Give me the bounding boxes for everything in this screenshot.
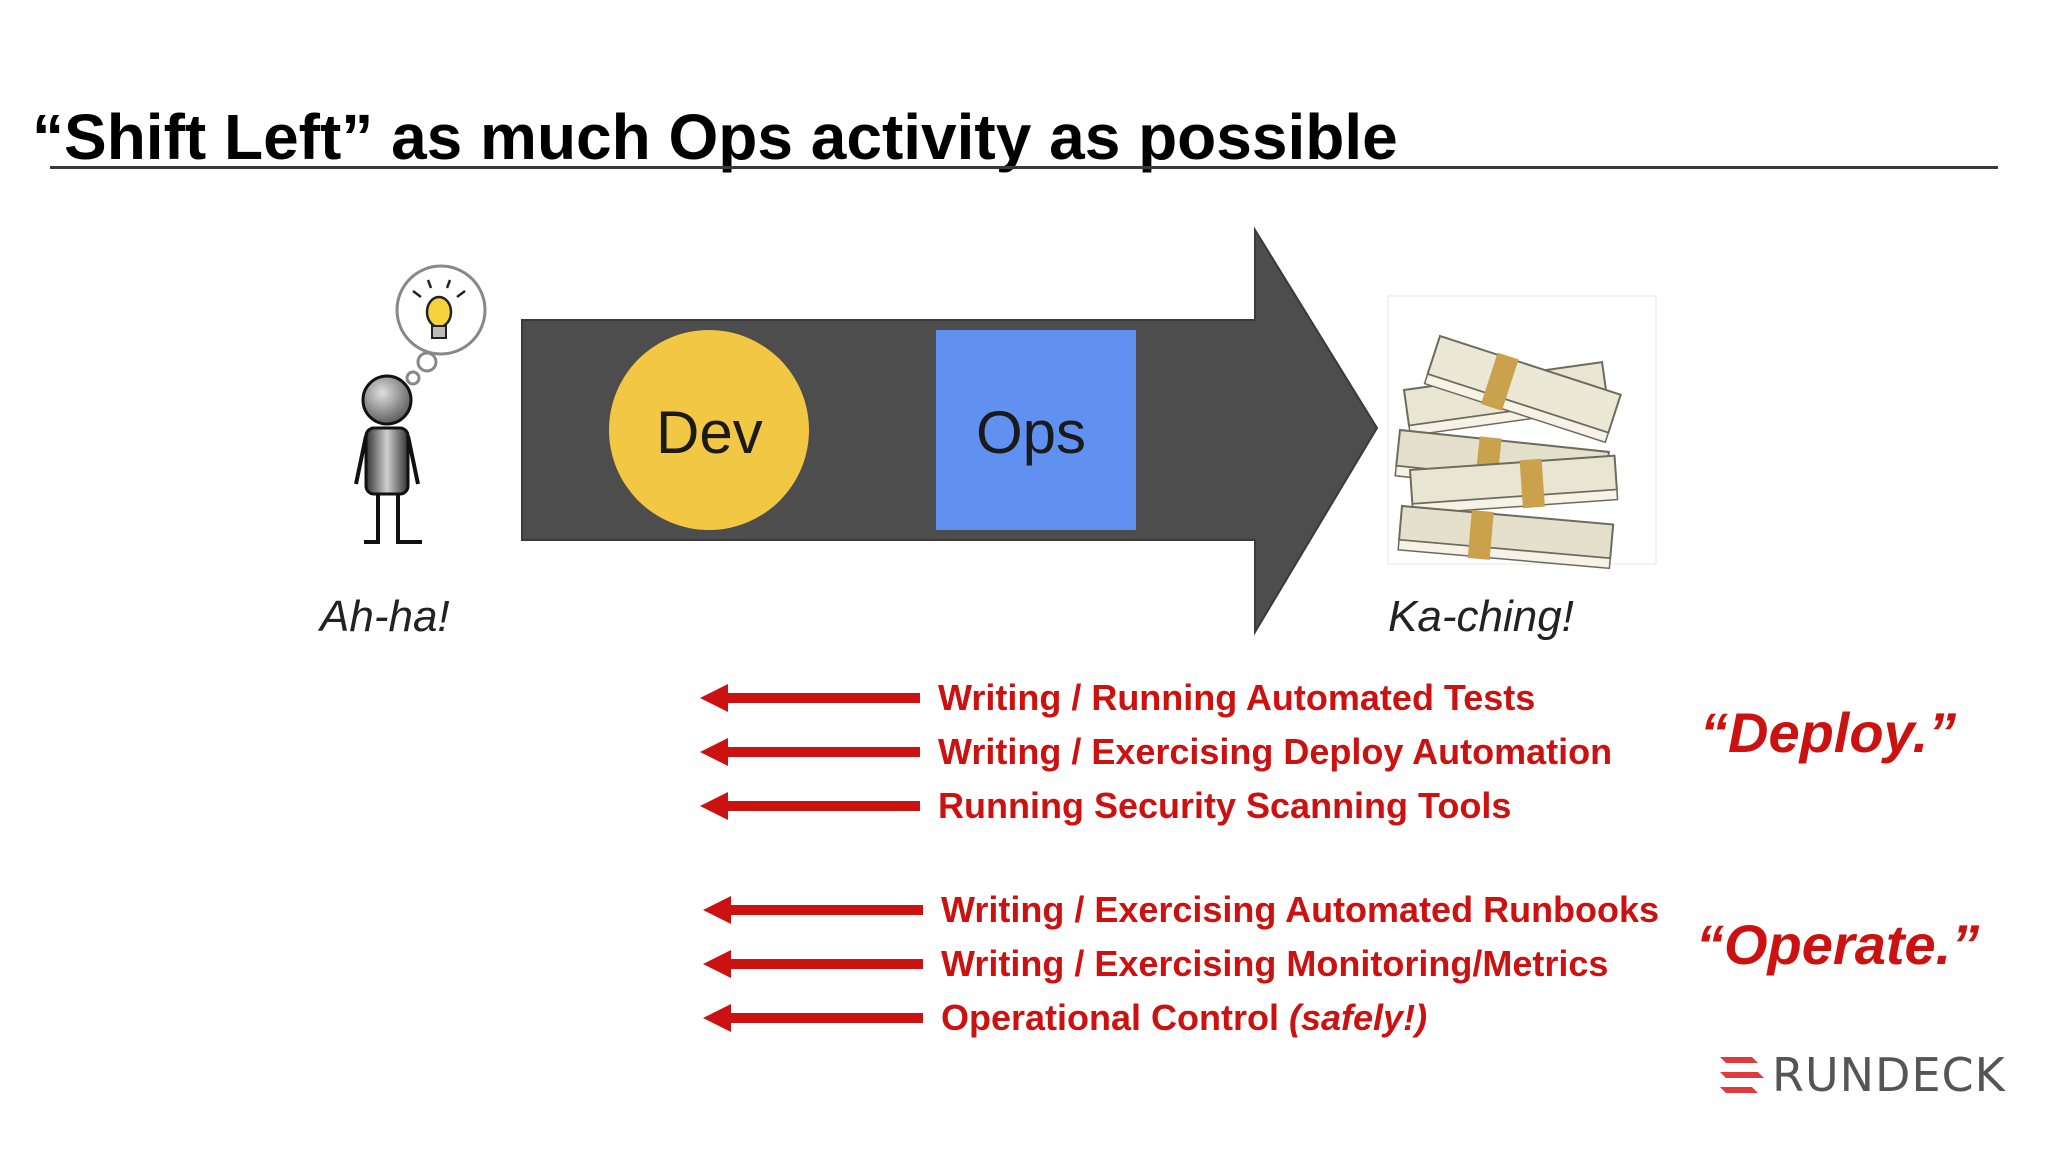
deploy-phase-label: “Deploy.” — [1700, 701, 1957, 764]
activity-row: Running Security Scanning Tools — [700, 785, 1512, 826]
left-arrow-icon — [700, 792, 920, 820]
dev-stage-circle — [609, 330, 809, 530]
activity-row: Writing / Exercising Monitoring/Metrics — [703, 943, 1609, 984]
start-caption: Ah-ha! — [320, 592, 450, 641]
left-arrow-icon — [703, 1004, 923, 1032]
activity-row: Writing / Exercising Deploy Automation — [700, 731, 1613, 772]
left-arrow-icon — [700, 738, 920, 766]
left-arrow-icon — [703, 950, 923, 978]
ops-stage-square — [936, 330, 1136, 530]
slide-title: “Shift Left” as much Ops activity as pos… — [32, 101, 1398, 173]
left-arrow-icon — [700, 684, 920, 712]
activity-label: Writing / Exercising Automated Runbooks — [941, 889, 1660, 930]
activity-label: Running Security Scanning Tools — [938, 785, 1512, 826]
activity-label: Operational Control (safely!) — [941, 997, 1427, 1039]
money-stack-icon — [1387, 295, 1657, 570]
activity-label: Writing / Exercising Monitoring/Metrics — [941, 943, 1609, 984]
activity-label-emphasis: (safely!) — [1289, 997, 1428, 1038]
title-underline — [50, 166, 1998, 169]
activity-label-main: Operational Control — [941, 997, 1290, 1038]
left-arrow-icon — [703, 896, 923, 924]
activity-row: Operational Control (safely!) — [703, 997, 1427, 1039]
person-icon — [354, 374, 422, 544]
brand-name: RUNDECK — [1772, 1048, 2006, 1102]
dev-stage-label: Dev — [656, 399, 763, 466]
ops-stage-label: Ops — [976, 399, 1087, 466]
activity-row: Writing / Exercising Automated Runbooks — [703, 889, 1660, 930]
activity-label: Writing / Running Automated Tests — [938, 677, 1536, 718]
activity-label: Writing / Exercising Deploy Automation — [938, 731, 1613, 772]
rundeck-mark-icon — [1720, 1057, 1764, 1093]
thought-bubble — [395, 264, 487, 386]
operate-phase-label: “Operate.” — [1696, 913, 1980, 976]
rundeck-logo: RUNDECK — [1718, 1048, 2006, 1102]
end-caption: Ka-ching! — [1388, 592, 1574, 641]
activity-row: Writing / Running Automated Tests — [700, 677, 1536, 718]
lightbulb-icon — [412, 279, 466, 339]
